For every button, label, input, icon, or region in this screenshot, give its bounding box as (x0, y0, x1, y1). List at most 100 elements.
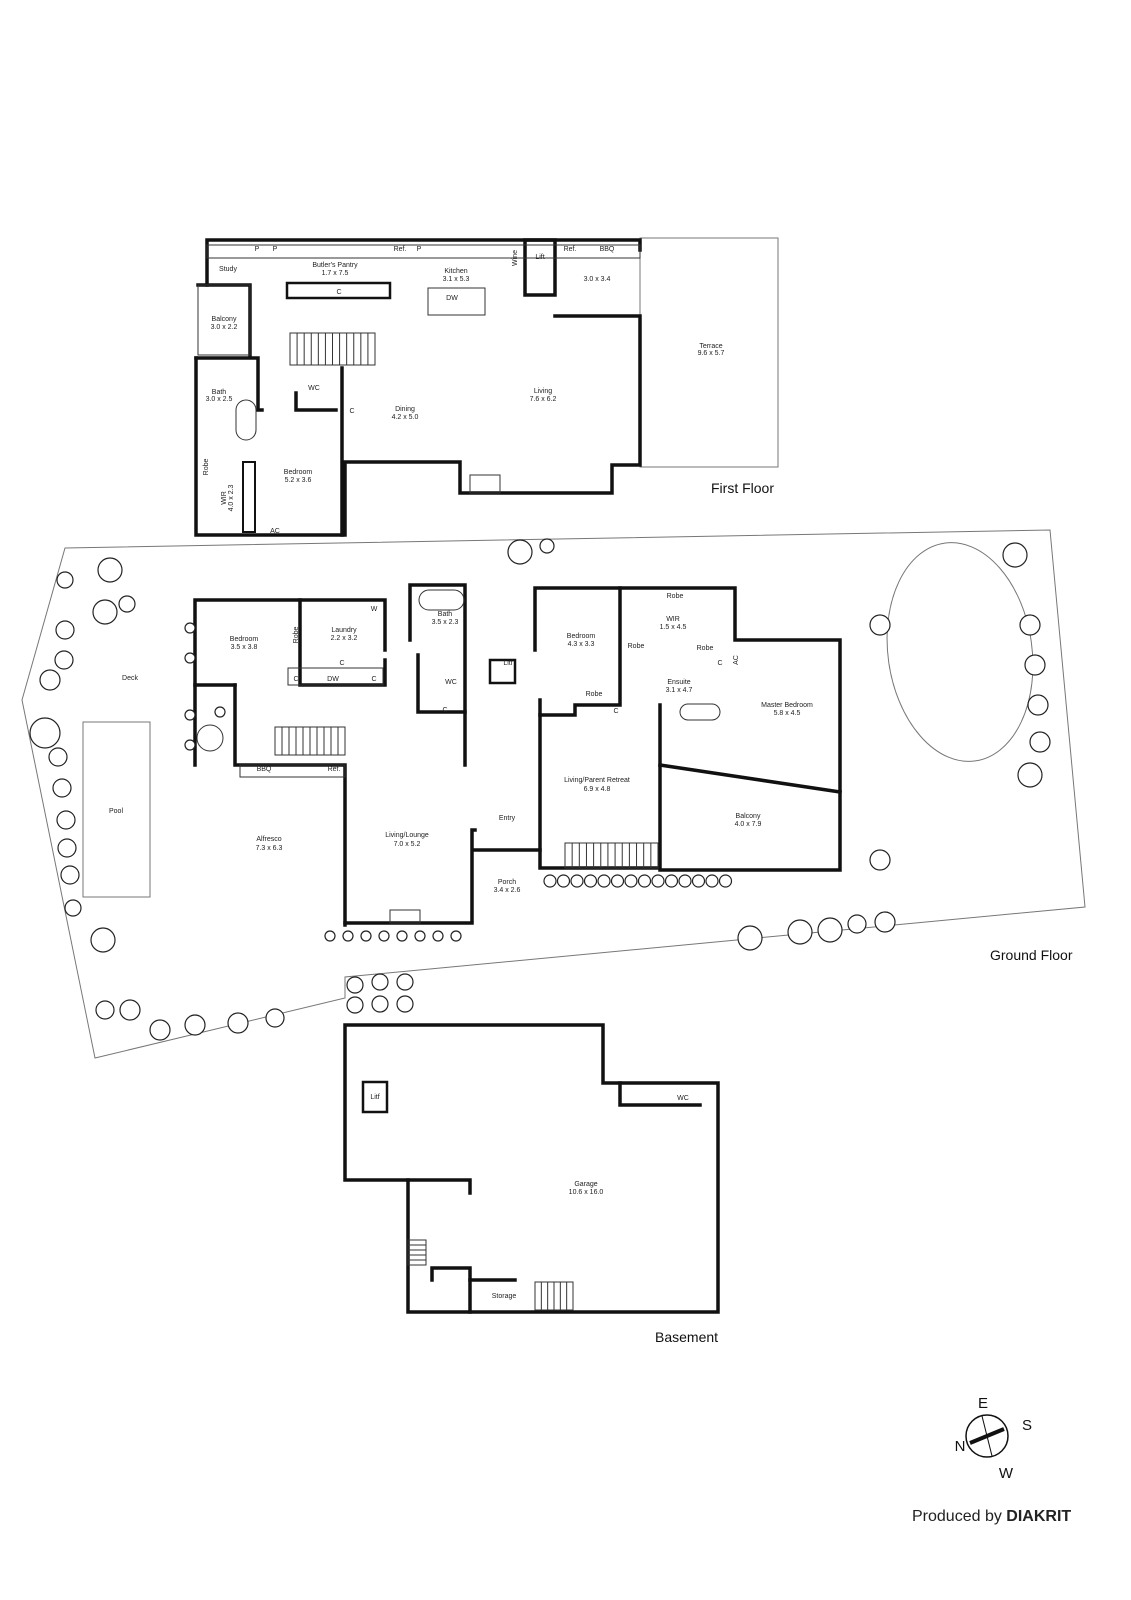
tree-icon (48, 747, 68, 767)
credit-prefix: Produced by (912, 1508, 1002, 1525)
hedge-icon (432, 930, 444, 942)
room-name: Living/Parent Retreat (564, 777, 630, 784)
wc-label: WC (445, 679, 457, 686)
first-floor-label: First Floor (711, 480, 774, 496)
staircase (407, 1239, 427, 1266)
room-dims: 7.0 x 5.2 (394, 841, 421, 848)
hedge-icon (678, 874, 692, 888)
lift-label: Lift (535, 254, 544, 261)
room-name: WC (677, 1095, 689, 1102)
wine-label: Wine (512, 250, 519, 266)
tree-icon (817, 917, 843, 943)
tree-icon (214, 706, 226, 718)
tree-icon (29, 717, 61, 749)
tree-icon (1017, 762, 1043, 788)
ac-label: AC (733, 655, 740, 665)
tree-icon (184, 622, 196, 634)
tree-icon (787, 919, 813, 945)
credit-text: Produced by DIAKRIT (912, 1508, 1071, 1525)
room-name: WIR (221, 491, 228, 505)
pantry-label: P (255, 246, 260, 253)
room-name: Porch (498, 879, 516, 886)
robe-label: Robe (697, 645, 714, 652)
room-name: Litf (370, 1094, 379, 1101)
wall (470, 828, 477, 922)
room-name: Balcony (736, 813, 761, 820)
bathtub-icon (235, 399, 257, 441)
compass-south: S (1022, 1417, 1032, 1434)
fireplace-icon (389, 909, 421, 924)
room-dims: 9.6 x 5.7 (698, 350, 725, 357)
tree-icon (396, 973, 414, 991)
landscaping (29, 538, 1051, 1041)
counter (285, 281, 392, 300)
hedge-icon (360, 930, 372, 942)
robe-label: Robe (203, 459, 210, 476)
tree-icon (737, 925, 763, 951)
tree-icon (265, 1008, 285, 1028)
wall (233, 683, 347, 927)
tree-icon (149, 1019, 171, 1041)
balcony-wall (658, 763, 842, 794)
tree-icon (1029, 731, 1051, 753)
room-dims: 3.0 x 3.4 (584, 276, 611, 283)
tree-icon (52, 778, 72, 798)
hedge-icon (543, 874, 557, 888)
hedge-icon (324, 930, 336, 942)
tree-icon (56, 810, 76, 830)
lift-shaft (361, 1080, 389, 1114)
tree-icon (371, 973, 389, 991)
room-name: Terrace (699, 343, 722, 350)
robe-label: Robe (586, 691, 603, 698)
lift-shaft (523, 238, 557, 297)
room-dims: 10.6 x 16.0 (569, 1189, 604, 1196)
hedge-icon (597, 874, 611, 888)
wall (416, 653, 467, 714)
hedge-icon (570, 874, 584, 888)
room-name: Master Bedroom (761, 702, 813, 709)
tree-icon (346, 996, 364, 1014)
fridge-label: Ref. (328, 766, 341, 773)
room-name: Living (534, 388, 552, 395)
room-dims: 3.5 x 2.3 (432, 619, 459, 626)
cupboard-label: C (717, 660, 722, 667)
hedge-icon (342, 930, 354, 942)
room-name: Bedroom (284, 469, 313, 476)
room-name: Bath (212, 389, 227, 396)
room-dims: 7.3 x 6.3 (256, 845, 283, 852)
hedge-icon (624, 874, 638, 888)
wall (538, 586, 622, 717)
tree-icon (64, 899, 82, 917)
tree-icon (869, 849, 891, 871)
hedge-icon (718, 874, 733, 888)
hedge-icon (705, 874, 719, 888)
room-dims: 3.1 x 5.3 (443, 276, 470, 283)
ac-label: AC (270, 528, 280, 535)
compass-north: N (955, 1438, 966, 1455)
tree-icon (507, 539, 533, 565)
room-dims: 5.8 x 4.5 (774, 710, 801, 717)
room-dims: 5.2 x 3.6 (285, 477, 312, 484)
hedge-icon (414, 930, 426, 942)
wc-label: WC (308, 385, 320, 392)
room-name: Garage (574, 1181, 597, 1188)
room-dims: 1.5 x 4.5 (660, 624, 687, 631)
tree-icon (371, 995, 389, 1013)
bbq-label: BBQ (257, 766, 272, 773)
room-wc: WC (677, 1095, 689, 1102)
cupboard-label: C (613, 708, 618, 715)
room-name: Pool (109, 808, 123, 815)
room-dims: 4.3 x 3.3 (568, 641, 595, 648)
robe-label: Robe (293, 627, 300, 644)
room-name: Bedroom (567, 633, 596, 640)
tree-icon (847, 914, 867, 934)
